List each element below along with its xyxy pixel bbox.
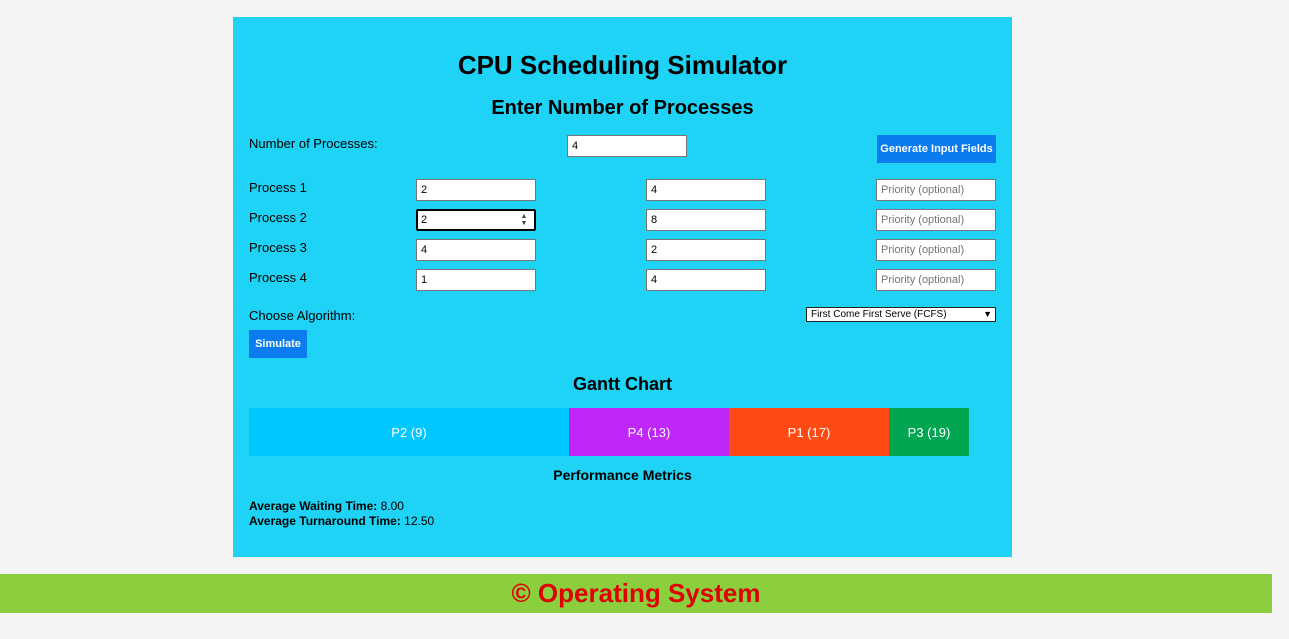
process-2-priority-input[interactable] bbox=[876, 209, 996, 231]
avg-turnaround-time: Average Turnaround Time: 12.50 bbox=[249, 514, 434, 528]
gantt-bar-p1: P1 (17) bbox=[729, 408, 889, 456]
page-title: CPU Scheduling Simulator bbox=[457, 50, 788, 80]
process-1-burst-input[interactable] bbox=[646, 179, 766, 201]
avg-waiting-label: Average Waiting Time: bbox=[249, 499, 378, 513]
process-1-label: Process 1 bbox=[249, 180, 307, 195]
process-4-burst-input[interactable] bbox=[646, 269, 766, 291]
process-3-burst-input[interactable] bbox=[646, 239, 766, 261]
simulator-card: CPU Scheduling Simulator Enter Number of… bbox=[233, 17, 1012, 557]
chevron-down-icon: ▼ bbox=[983, 309, 992, 319]
gantt-bar-p4: P4 (13) bbox=[569, 408, 729, 456]
gantt-chart-title: Gantt Chart bbox=[573, 374, 672, 394]
avg-turnaround-value: 12.50 bbox=[404, 514, 435, 528]
process-4-priority-input[interactable] bbox=[876, 269, 996, 291]
process-4-arrival-input[interactable] bbox=[416, 269, 536, 291]
generate-input-fields-button[interactable]: Generate Input Fields bbox=[877, 135, 996, 163]
gantt-bar-p2: P2 (9) bbox=[249, 408, 569, 456]
num-processes-input[interactable] bbox=[567, 135, 687, 157]
process-3-priority-input[interactable] bbox=[876, 239, 996, 261]
process-4-label: Process 4 bbox=[249, 270, 307, 285]
algorithm-selected-value: First Come First Serve (FCFS) bbox=[811, 309, 947, 320]
avg-waiting-time: Average Waiting Time: 8.00 bbox=[249, 499, 404, 513]
footer-text: © Operating System bbox=[511, 578, 761, 608]
process-2-label: Process 2 bbox=[249, 210, 307, 225]
simulate-button[interactable]: Simulate bbox=[249, 330, 307, 358]
section-subtitle: Enter Number of Processes bbox=[491, 97, 754, 119]
algorithm-select[interactable]: First Come First Serve (FCFS) ▼ bbox=[806, 307, 996, 322]
process-3-arrival-input[interactable] bbox=[416, 239, 536, 261]
avg-waiting-value: 8.00 bbox=[380, 499, 404, 513]
gantt-chart: P2 (9) P4 (13) P1 (17) P3 (19) bbox=[249, 408, 996, 456]
process-1-arrival-input[interactable] bbox=[416, 179, 536, 201]
process-1-priority-input[interactable] bbox=[876, 179, 996, 201]
algorithm-label: Choose Algorithm: bbox=[249, 308, 356, 323]
process-2-burst-input[interactable] bbox=[646, 209, 766, 231]
avg-turnaround-label: Average Turnaround Time: bbox=[249, 514, 401, 528]
number-spinner-icon[interactable]: ▲▼ bbox=[520, 213, 528, 227]
metrics-title: Performance Metrics bbox=[553, 467, 692, 483]
num-processes-label: Number of Processes: bbox=[249, 136, 378, 151]
gantt-bar-p3: P3 (19) bbox=[889, 408, 969, 456]
process-3-label: Process 3 bbox=[249, 240, 307, 255]
process-2-arrival-input[interactable] bbox=[416, 209, 536, 231]
footer: © Operating System bbox=[0, 574, 1272, 613]
